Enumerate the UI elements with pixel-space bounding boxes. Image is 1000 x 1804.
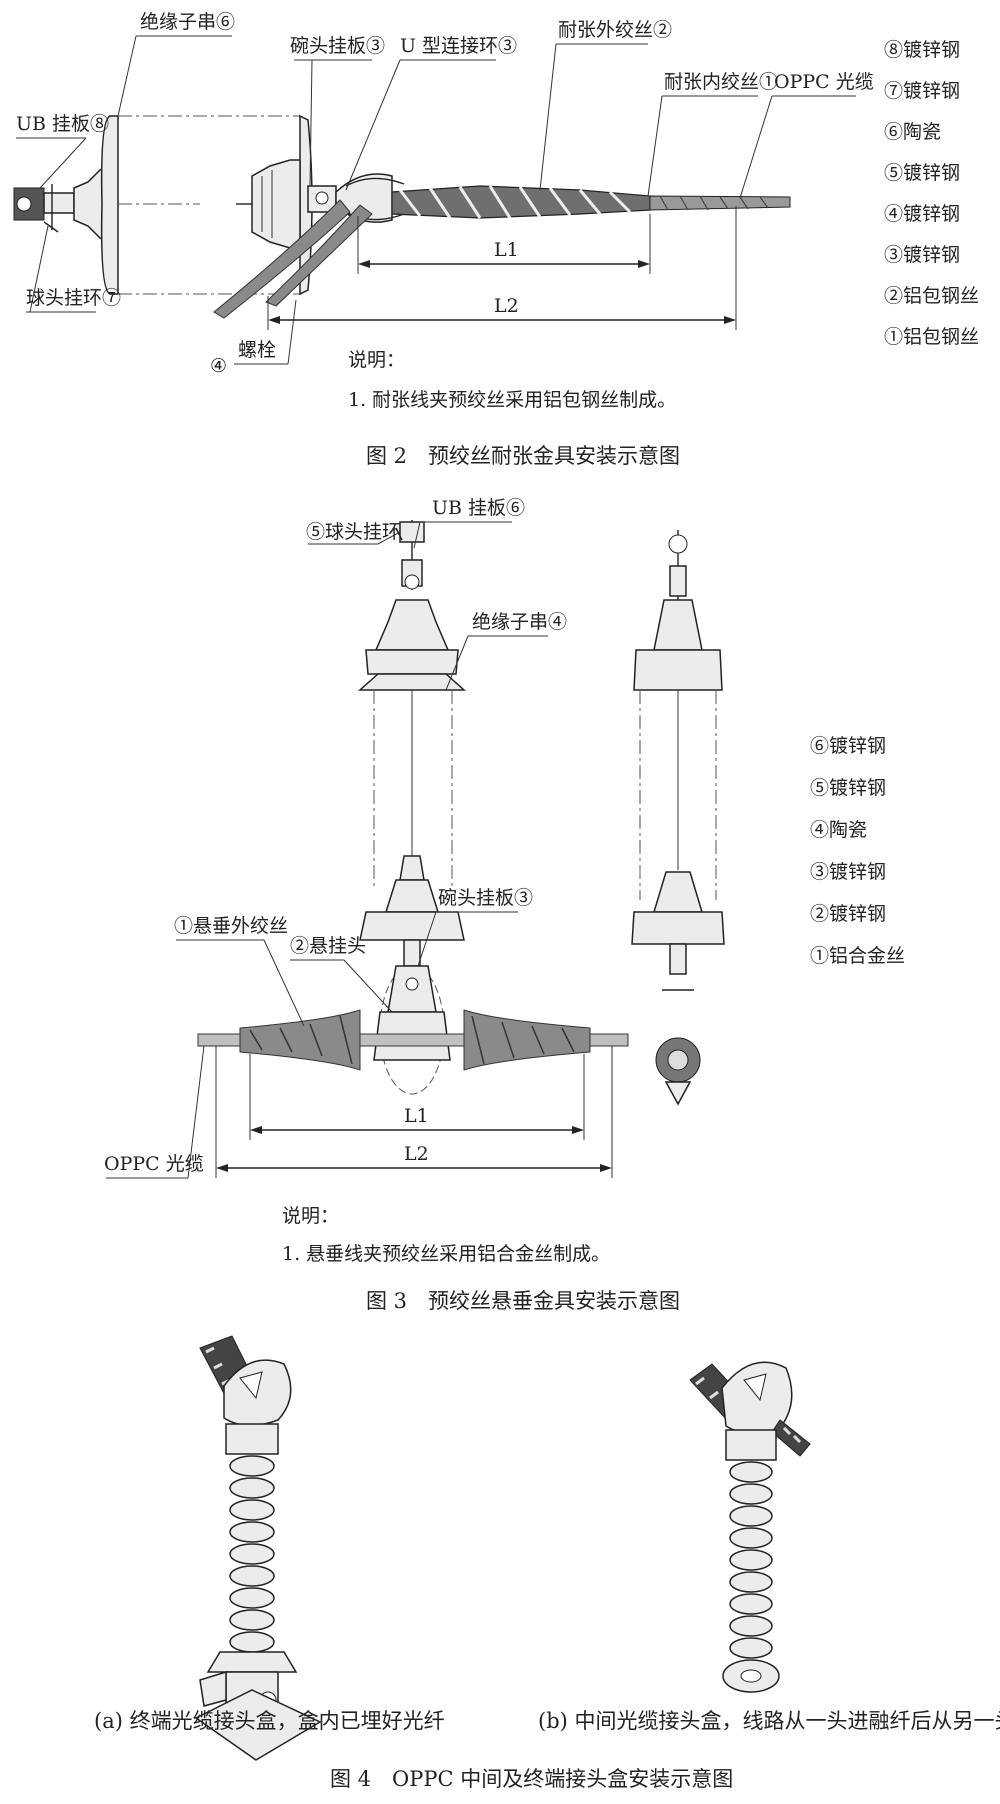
figure-2-leaders — [16, 35, 856, 365]
dimension-L2 — [215, 1046, 613, 1178]
material-item: ⑤镀锌钢 — [810, 777, 886, 799]
label-bolt-number: ④ — [210, 355, 227, 377]
figure-3-material-list: ⑥镀锌钢 ⑤镀锌钢 ④陶瓷 ③镀锌钢 ②镀锌钢 ①铝合金丝 — [810, 735, 905, 967]
figure-4a-caption: (a) 终端光缆接头盒，盒内已埋好光纤 — [94, 1709, 445, 1733]
label-ball-eye: 球头挂环⑦ — [26, 287, 121, 309]
corrugated-tube — [729, 1461, 773, 1659]
figure-3-leaders — [106, 521, 548, 1179]
label-socket-clevis: 碗头挂板③ — [438, 887, 533, 909]
material-item: ①铝合金丝 — [810, 945, 905, 967]
label-bolt: 螺栓 — [238, 339, 276, 361]
middle-splice-box-shape — [689, 1361, 811, 1693]
corrugated-tube — [229, 1455, 275, 1653]
dimension-L1 — [249, 1054, 585, 1140]
figure-3-caption: 图 3 预绞丝悬垂金具安装示意图 — [366, 1289, 680, 1313]
figure-4-caption: 图 4 OPPC 中间及终端接头盒安装示意图 — [330, 1767, 733, 1791]
material-item: ②铝包钢丝 — [884, 285, 979, 307]
label-suspension-clamp: ②悬挂头 — [290, 935, 366, 957]
figure-3-note-title: 说明： — [282, 1205, 339, 1227]
label-oppc-cable: OPPC 光缆 — [104, 1153, 204, 1175]
figure-2-note-title: 说明： — [348, 349, 405, 371]
label-socket-clevis: 碗头挂板③ — [290, 35, 385, 57]
dimension-L2 — [267, 206, 737, 330]
material-item: ⑥镀锌钢 — [810, 735, 886, 757]
material-item: ①铝包钢丝 — [884, 326, 979, 348]
material-item: ④陶瓷 — [810, 819, 867, 841]
label-ball-eye: ⑤球头挂环 — [306, 521, 401, 543]
figure-4b-caption: (b) 中间光缆接头盒，线路从一头进融纤后从另一头出 — [538, 1709, 1000, 1733]
figure-3-drawing — [106, 520, 725, 1179]
label-L1: L1 — [494, 239, 519, 261]
preformed-wire-shape — [391, 185, 791, 219]
upper-insulator-shape — [358, 599, 466, 890]
wire-loop-shape — [213, 199, 351, 319]
label-inner-wire: 耐张内绞丝① — [664, 71, 778, 93]
material-item: ②镀锌钢 — [810, 903, 886, 925]
label-insulator-string: 绝缘子串⑥ — [140, 11, 235, 33]
material-item: ⑤镀锌钢 — [884, 162, 960, 184]
suspension-clamp-shape — [373, 965, 451, 1095]
label-L1: L1 — [404, 1105, 429, 1127]
material-item: ⑦镀锌钢 — [884, 80, 960, 102]
label-oppc-cable: OPPC 光缆 — [774, 71, 874, 93]
label-ub-plate: UB 挂板⑥ — [432, 497, 525, 519]
figure-2-note-line: 1. 耐张线夹预绞丝采用铝包钢丝制成。 — [348, 389, 676, 411]
material-item: ③镀锌钢 — [810, 861, 886, 883]
dimension-L1 — [357, 214, 651, 274]
label-ub-plate: UB 挂板⑧ — [16, 113, 109, 135]
figure-2-drawing — [13, 35, 856, 365]
terminal-splice-box-shape — [194, 1335, 322, 1761]
material-item: ③镀锌钢 — [884, 244, 960, 266]
material-item: ⑥陶瓷 — [884, 121, 941, 143]
side-view-shape — [631, 530, 725, 1106]
material-item: ⑧镀锌钢 — [884, 39, 960, 61]
figure-2-caption: 图 2 预绞丝耐张金具安装示意图 — [366, 444, 680, 468]
label-L2: L2 — [494, 295, 519, 317]
label-u-shackle: U 型连接环③ — [400, 35, 517, 57]
lower-insulator-shape — [359, 855, 465, 967]
label-outer-wire: ①悬垂外绞丝 — [174, 915, 288, 937]
figure-2-material-list: ⑧镀锌钢 ⑦镀锌钢 ⑥陶瓷 ⑤镀锌钢 ④镀锌钢 ③镀锌钢 ②铝包钢丝 ①铝包钢丝 — [884, 39, 979, 348]
label-insulator-string: 绝缘子串④ — [472, 611, 567, 633]
insulator-left-shape — [73, 115, 119, 295]
ub-plate-shape — [13, 184, 75, 233]
figure-3-note-line: 1. 悬垂线夹预绞丝采用铝合金丝制成。 — [282, 1243, 610, 1265]
label-L2: L2 — [404, 1143, 429, 1165]
top-hardware-shape — [395, 520, 425, 590]
oppc-cable-shape — [197, 1009, 629, 1071]
label-outer-wire: 耐张外绞丝② — [558, 19, 672, 41]
material-item: ④镀锌钢 — [884, 203, 960, 225]
